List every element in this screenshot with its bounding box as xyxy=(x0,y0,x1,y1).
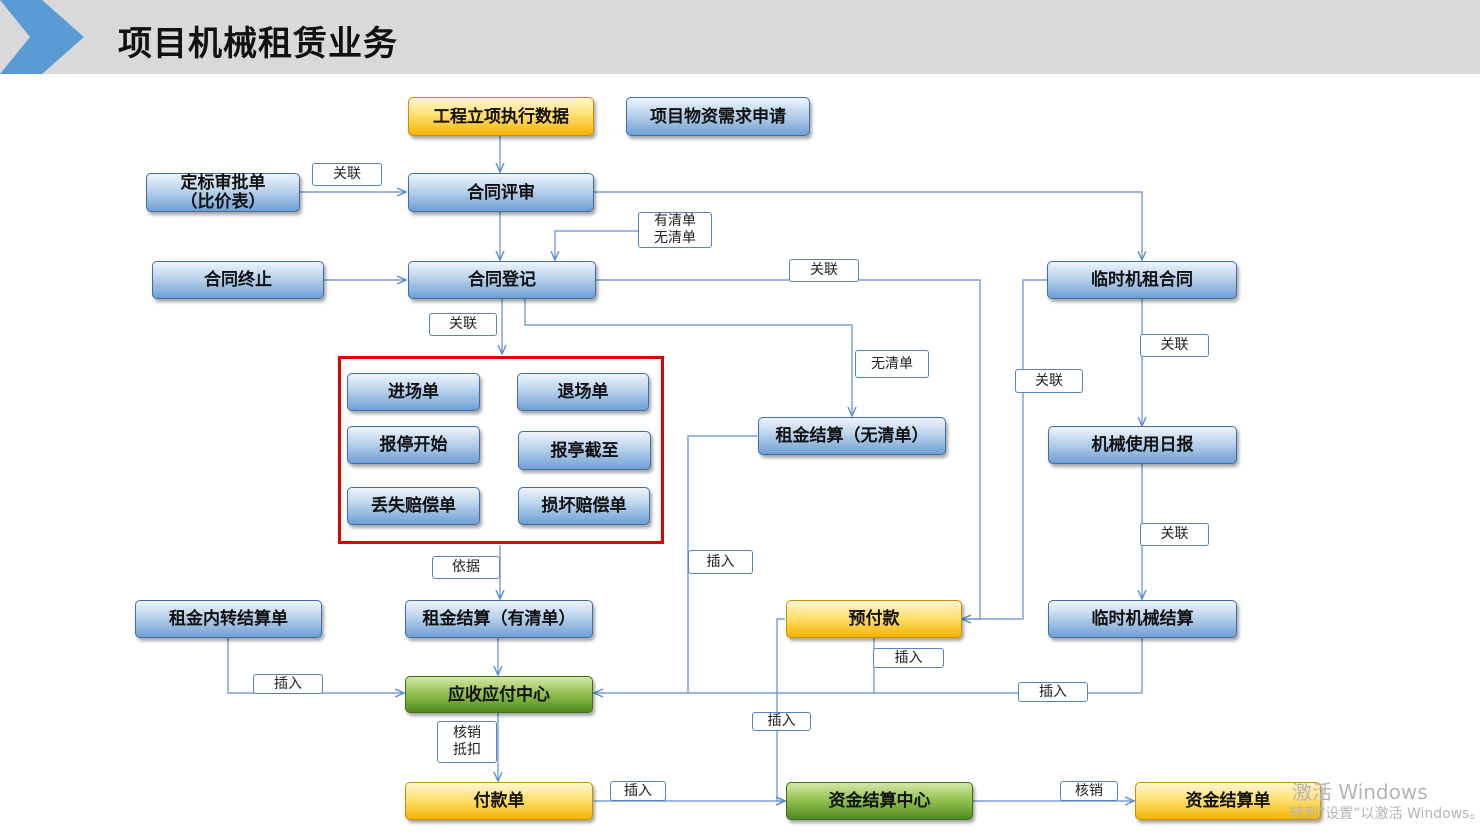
node-temp-equipment-settle[interactable]: 临时机械结算 xyxy=(1048,600,1237,638)
label-link-bid: 关联 xyxy=(312,163,382,186)
label-link-temp-contract: 关联 xyxy=(1140,334,1209,357)
node-rent-internal-transfer[interactable]: 租金内转结算单 xyxy=(135,600,322,638)
node-suspend-start[interactable]: 报停开始 xyxy=(347,426,480,464)
node-ar-ap-center[interactable]: 应收应付中心 xyxy=(405,676,593,713)
node-temp-lease-contract[interactable]: 临时机租合同 xyxy=(1047,261,1237,299)
node-fund-settle-center[interactable]: 资金结算中心 xyxy=(786,782,973,820)
highlight-box xyxy=(338,356,664,544)
node-prepayment[interactable]: 预付款 xyxy=(786,600,962,638)
slide-title: 项目机械租赁业务 xyxy=(118,24,398,64)
label-no-list: 无清单 xyxy=(855,350,929,378)
chevron-icon xyxy=(0,0,84,74)
node-contract-termination[interactable]: 合同终止 xyxy=(152,261,324,299)
node-suspend-end[interactable]: 报亭截至 xyxy=(518,431,651,470)
node-entry-order[interactable]: 进场单 xyxy=(347,373,480,411)
label-insert-prepay: 插入 xyxy=(873,648,944,668)
node-fund-settle-order[interactable]: 资金结算单 xyxy=(1135,782,1321,820)
node-material-request[interactable]: 项目物资需求申请 xyxy=(626,97,810,136)
label-link-temp-left: 关联 xyxy=(1015,369,1083,393)
node-rent-settle-with-list[interactable]: 租金结算（有清单） xyxy=(405,600,593,638)
node-rent-settle-no-list[interactable]: 租金结算（无清单） xyxy=(758,417,946,455)
label-insert-temp-settle: 插入 xyxy=(1018,682,1088,702)
node-bid-approval[interactable]: 定标审批单 （比价表） xyxy=(146,173,300,212)
label-insert-fund-vertical: 插入 xyxy=(752,712,811,731)
label-has-list-no-list: 有清单 无清单 xyxy=(638,212,712,248)
node-equipment-daily-report[interactable]: 机械使用日报 xyxy=(1048,426,1237,464)
watermark-activate: 激活 Windows xyxy=(1292,780,1428,804)
label-basis: 依据 xyxy=(432,556,500,579)
node-contract-registration[interactable]: 合同登记 xyxy=(408,261,596,299)
label-link-daily: 关联 xyxy=(1140,523,1209,546)
node-exit-order[interactable]: 退场单 xyxy=(517,373,649,411)
slide-header xyxy=(0,0,1480,74)
label-writeoff-deduct: 核销 抵扣 xyxy=(437,721,497,763)
label-insert-payment: 插入 xyxy=(610,781,666,801)
node-loss-compensation[interactable]: 丢失赔偿单 xyxy=(347,487,480,525)
label-writeoff-fund: 核销 xyxy=(1060,781,1118,801)
label-insert-internal: 插入 xyxy=(253,674,323,694)
node-payment-order[interactable]: 付款单 xyxy=(405,782,593,820)
node-engineering-data[interactable]: 工程立项执行数据 xyxy=(408,97,594,136)
label-insert-no-list: 插入 xyxy=(688,550,753,574)
label-link-register-down: 关联 xyxy=(429,313,497,336)
node-contract-review[interactable]: 合同评审 xyxy=(408,173,594,212)
watermark-settings: 转到“设置”以激活 Windows。 xyxy=(1290,806,1480,822)
label-link-register-right: 关联 xyxy=(789,259,859,282)
node-damage-compensation[interactable]: 损坏赔偿单 xyxy=(518,487,650,525)
